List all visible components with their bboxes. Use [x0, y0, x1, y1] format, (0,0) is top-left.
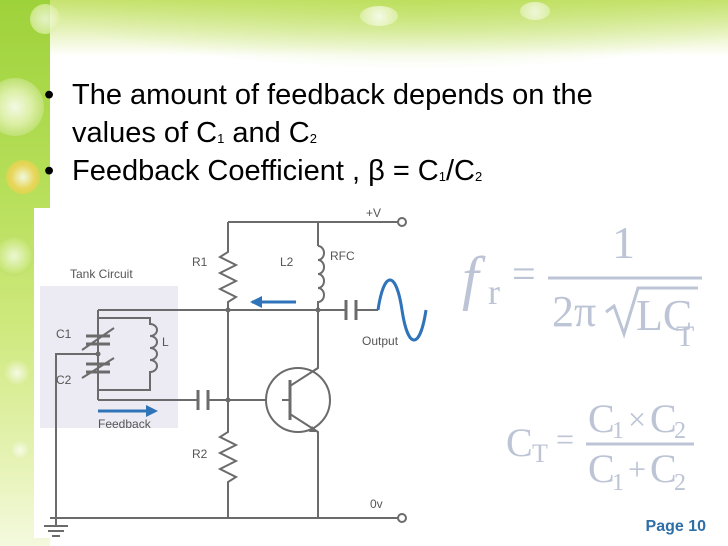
ground-symbol: [44, 518, 68, 537]
ct-subscript: T: [532, 439, 548, 468]
decor-bubble: [520, 2, 550, 20]
bullet-marker: •: [44, 155, 55, 187]
decor-bubble: [0, 236, 34, 276]
r1-label: R1: [192, 255, 208, 269]
decor-bubble: [30, 4, 60, 34]
bullet-text-part: and C: [224, 117, 310, 149]
r2-label: R2: [192, 447, 208, 461]
tank-circuit-box: [40, 286, 178, 428]
den-c1: C: [588, 446, 615, 491]
resistor-r2: [217, 400, 239, 518]
num-c2: C: [650, 396, 677, 441]
subscript: 2: [309, 131, 317, 146]
inductor-l2: [317, 245, 325, 348]
bullet-list: • The amount of feedback depends on the …: [44, 76, 684, 190]
junction-dots: [95, 307, 321, 403]
den-plus: +: [628, 451, 646, 487]
bullet-marker: •: [44, 79, 55, 111]
capacitor-midpoint-ground: [55, 353, 98, 518]
output-capacitor: [344, 300, 358, 320]
junction-dot: [225, 397, 231, 403]
bullet-item-2: • Feedback Coefficient , β = C1/C2: [44, 152, 684, 190]
bullet-text-part: /C: [445, 155, 475, 187]
bullet-text-part: values of C: [72, 117, 218, 149]
current-arrowhead: [250, 296, 262, 308]
num-c2-subscript: 2: [674, 418, 686, 444]
fr-lc: LC: [636, 291, 692, 340]
variable-capacitor-arrows: [81, 327, 115, 379]
ct-symbol: C: [506, 420, 533, 465]
bullet-item-1: • The amount of feedback depends on the: [44, 76, 684, 114]
resonant-frequency-formula: f r = 1 2π LC T: [462, 217, 702, 353]
den-c2: C: [650, 446, 677, 491]
square-root-sign: [605, 286, 698, 339]
c1-variable-arrow: [81, 327, 115, 351]
supply-label: +V: [366, 206, 381, 220]
coupling-capacitor: [196, 390, 210, 410]
bullet-text-part: Feedback Coefficient , β = C: [72, 155, 439, 187]
bullet-text: Feedback Coefficient , β = C1/C2: [72, 152, 482, 196]
subscript: 1: [438, 169, 446, 184]
fr-equals: =: [512, 252, 536, 298]
total-capacitance-formula: C T = C 1 × C 2 C 1 + C 2: [506, 396, 694, 496]
output-sine-wave: [376, 278, 428, 342]
l-label: L: [162, 335, 169, 349]
junction-dot: [95, 351, 101, 357]
den-c2-subscript: 2: [674, 470, 686, 496]
num-c1-subscript: 1: [612, 418, 624, 444]
supply-terminal: [397, 217, 407, 227]
fr-symbol: f: [462, 245, 486, 311]
tank-circuit-label: Tank Circuit: [70, 267, 133, 281]
bullet-text-part: The amount of feedback depends on the: [72, 79, 593, 111]
fr-lc-subscript: T: [676, 320, 694, 353]
ground-label: 0v: [370, 497, 383, 511]
rfc-label: RFC: [330, 249, 355, 263]
page-number: Page 10: [645, 518, 706, 535]
subscript: 2: [474, 169, 483, 184]
fr-subscript: r: [488, 272, 500, 312]
inductor-l: [98, 317, 158, 391]
transistor-symbol: [265, 367, 331, 433]
decor-bubble: [360, 6, 398, 26]
fr-two-pi: 2π: [552, 287, 596, 336]
decor-bubble: [6, 160, 40, 194]
feedback-label: Feedback: [98, 417, 152, 431]
junction-dot: [225, 307, 231, 313]
ct-equals: =: [556, 421, 574, 457]
junction-dot: [315, 307, 321, 313]
num-times: ×: [628, 401, 646, 437]
subscript: 1: [217, 131, 225, 146]
ground-terminal: [397, 513, 407, 523]
colpitts-oscillator-figure: +V 0v Tank Circuit R1 R2 L2 RFC C1 C2 L …: [34, 206, 702, 538]
terminals: [397, 217, 407, 523]
fr-numerator: 1: [612, 217, 635, 268]
emitter-arrow: [309, 426, 318, 432]
capacitors: [86, 300, 358, 410]
decor-bubble: [4, 360, 30, 386]
decor-bubble: [10, 440, 30, 460]
resistor-r1: [217, 222, 239, 400]
c2-variable-arrow: [81, 357, 115, 379]
output-label: Output: [362, 334, 399, 348]
c2-label: C2: [56, 373, 72, 387]
feedback-arrowhead: [146, 405, 158, 417]
den-c1-subscript: 1: [612, 470, 624, 496]
bullet-item-1-continued: values of C1 and C2: [44, 114, 684, 152]
num-c1: C: [588, 396, 615, 441]
c1-label: C1: [56, 327, 72, 341]
l2-label: L2: [280, 255, 294, 269]
bullet-text: The amount of feedback depends on the: [72, 76, 593, 114]
bullet-text: values of C1 and C2: [72, 114, 317, 158]
